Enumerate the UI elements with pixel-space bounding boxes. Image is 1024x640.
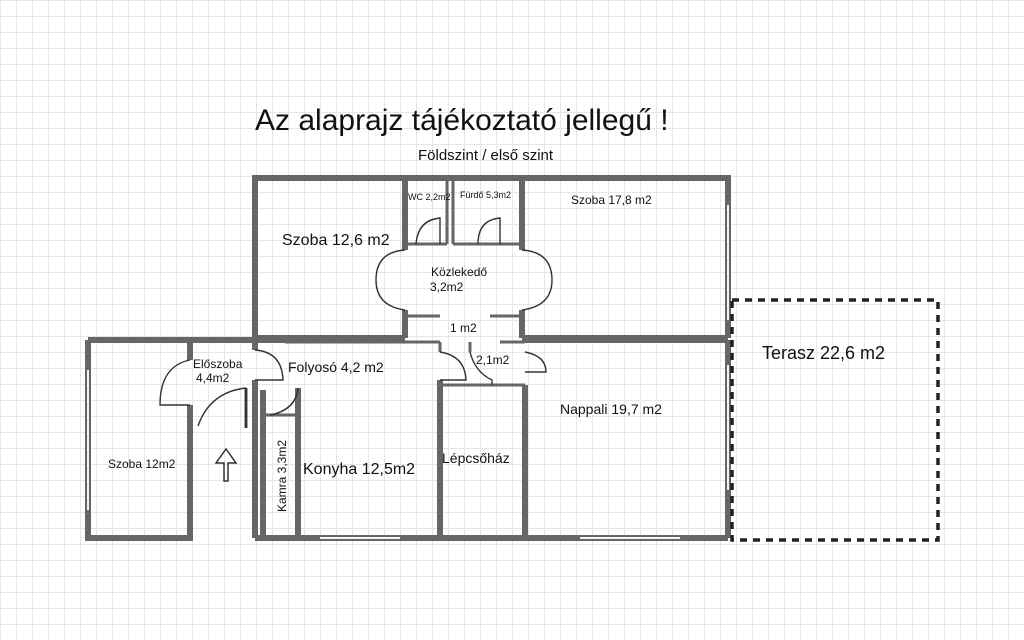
room-label-kamra: Kamra 3,3m2 bbox=[275, 440, 289, 512]
plan-title: Az alaprajz tájékoztató jellegű ! bbox=[255, 104, 669, 137]
room-label-furdo: Fürdő 5,3m2 bbox=[460, 190, 511, 200]
arrow-up-icon bbox=[214, 447, 238, 482]
plan-subtitle: Földszint / első szint bbox=[418, 147, 554, 164]
room-label-eloszoba: Előszoba bbox=[193, 357, 243, 371]
room-label-kozlekedo-area: 3,2m2 bbox=[430, 280, 464, 294]
room-label-lepcsohaz: Lépcsőház bbox=[442, 450, 510, 466]
room-label-konyha: Konyha 12,5m2 bbox=[303, 461, 415, 478]
room-label-szoba-12-6: Szoba 12,6 m2 bbox=[282, 232, 390, 249]
room-label-kozlekedo: Közlekedő bbox=[431, 265, 487, 279]
upper-block-walls bbox=[252, 175, 731, 341]
room-label-folyoso: Folyosó 4,2 m2 bbox=[288, 359, 384, 375]
room-label-wc: WC 2,2m2 bbox=[408, 192, 451, 202]
windows bbox=[87, 205, 729, 539]
room-label-hall-1: 1 m2 bbox=[450, 321, 477, 335]
room-label-nappali: Nappali 19,7 m2 bbox=[560, 401, 662, 417]
room-label-eloszoba-area: 4,4m2 bbox=[196, 371, 230, 385]
room-label-szoba-17-8: Szoba 17,8 m2 bbox=[571, 193, 652, 207]
lower-block-walls bbox=[85, 337, 731, 541]
room-label-terasz: Terasz 22,6 m2 bbox=[762, 343, 885, 363]
room-label-szoba-12: Szoba 12m2 bbox=[108, 457, 176, 471]
room-label-hall-2-1: 2,1m2 bbox=[476, 353, 510, 367]
doors bbox=[159, 217, 553, 428]
terrace-outline bbox=[730, 298, 940, 542]
